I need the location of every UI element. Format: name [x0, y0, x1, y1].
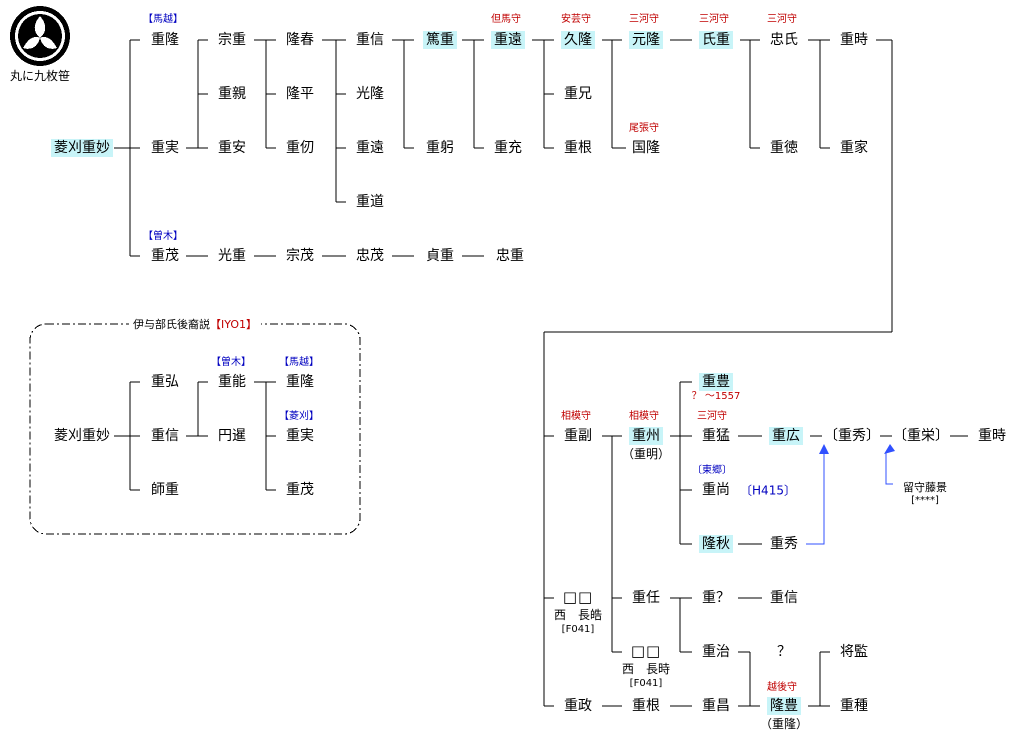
person-sogi-2: 宗茂	[286, 248, 314, 264]
person-root: 菱刈重妙	[51, 139, 113, 157]
person-shige-q: 重？	[702, 590, 730, 606]
person-g4-a: 重信	[356, 32, 384, 48]
person-shigenao: 重尚	[702, 482, 730, 498]
iyobe-d1: 重能	[218, 374, 246, 390]
iyobe-e3: 重茂	[286, 482, 314, 498]
person-shigehide: 重秀	[770, 536, 798, 552]
person-g2-b: 重親	[218, 86, 246, 102]
person-shigetake: 重猛	[702, 428, 730, 444]
ref-b: [F041]	[629, 678, 663, 689]
tag-mikawa-4: 三河守	[697, 411, 727, 422]
person-g2-a: 宗重	[218, 32, 246, 48]
tag-sagami-1: 相模守	[561, 411, 591, 422]
iyobe-e2: 重実	[286, 428, 314, 444]
iyobe-tag-umakoshi: 【馬越】	[279, 357, 319, 368]
tag-aki: 安芸守	[561, 14, 591, 25]
person-shigehide-bracket: 〔重秀〕	[824, 428, 880, 444]
person-sogi-3: 忠茂	[356, 248, 384, 264]
person-shigesu-alt: （重明）	[621, 447, 671, 461]
person-shigetoyo: 重豊	[699, 373, 733, 391]
person-sogi-1: 光重	[218, 248, 246, 264]
ref-a: [F041]	[561, 624, 595, 635]
iyobe-title: 伊与部氏後裔説【IYO1】	[128, 316, 262, 332]
person-sogi-5: 忠重	[496, 248, 524, 264]
iyobe-code: 【IYO1】	[209, 318, 258, 331]
person-shigemasa: 重政	[564, 698, 592, 714]
person-g1-bot: 重茂	[151, 248, 179, 264]
person-rusu: 留守藤景	[903, 481, 947, 494]
iyobe-d2: 円暹	[218, 428, 246, 444]
person-g4-d: 重道	[356, 194, 384, 210]
iyobe-c2: 重信	[151, 428, 179, 444]
person-g5-a: 篤重	[423, 31, 457, 49]
iyobe-root: 菱刈重妙	[54, 428, 110, 444]
person-shigemasa2: 重昌	[702, 698, 730, 714]
rusu-ref: [****]	[911, 495, 939, 506]
person-takatoyo: 隆豊	[767, 697, 801, 715]
person-g7-b: 重兄	[564, 86, 592, 102]
tag-sagami-2: 相模守	[629, 411, 659, 422]
iyobe-c1: 重弘	[151, 374, 179, 390]
person-g9-a: 氏重	[699, 31, 733, 49]
person-nishi-chokou: 西 長皓	[553, 608, 603, 622]
shigetoyo-dates: ？ ～1557	[691, 391, 741, 402]
iyobe-e1: 重隆	[286, 374, 314, 390]
person-g11-b: 重家	[840, 140, 868, 156]
person-g7-a: 久隆	[561, 31, 595, 49]
person-g6-a: 重遠	[491, 31, 525, 49]
person-g3-c: 重仞	[286, 140, 314, 156]
iyobe-c3: 師重	[151, 482, 179, 498]
person-g7-c: 重根	[564, 140, 592, 156]
person-shigehiro: 重広	[769, 427, 803, 445]
tag-togo: 〔東郷〕	[692, 465, 732, 476]
unknown-name-a: □□	[562, 588, 594, 606]
person-g3-a: 隆春	[286, 32, 314, 48]
tag-sogi: 【曽木】	[143, 231, 183, 242]
person-last: 重時	[978, 428, 1006, 444]
person-g2-c: 重安	[218, 140, 246, 156]
person-g8-b: 国隆	[632, 140, 660, 156]
tag-mikawa-2: 三河守	[699, 14, 729, 25]
person-g3-b: 隆平	[286, 86, 314, 102]
person-shigesu: 重州	[629, 427, 663, 445]
person-g10-a: 忠氏	[770, 32, 798, 48]
person-g6-b: 重充	[494, 140, 522, 156]
person-shigeharu: 重治	[702, 644, 730, 660]
tag-echigo: 越後守	[767, 682, 797, 693]
person-g10-b: 重徳	[770, 140, 798, 156]
person-fukusuke: 重副	[564, 428, 592, 444]
person-shokan: 将監	[840, 644, 868, 660]
unknown-name-b: □□	[630, 642, 662, 660]
person-shigetane: 重種	[840, 698, 868, 714]
iyobe-tag-sogi: 【曽木】	[211, 357, 251, 368]
person-sogi-4: 貞重	[426, 248, 454, 264]
person-g1-top: 重隆	[151, 32, 179, 48]
person-unknown: ？	[777, 644, 791, 660]
person-shigeto: 重任	[632, 590, 660, 606]
iyobe-tag-hishikari: 【菱刈】	[279, 411, 319, 422]
person-nishi-nagatoki: 西 長時	[621, 662, 671, 676]
tag-tajima: 但馬守	[491, 14, 521, 25]
person-takaaki: 隆秋	[699, 535, 733, 553]
person-g11-a: 重時	[840, 32, 868, 48]
shigenao-ref: 〔H415〕	[740, 483, 796, 498]
tag-mikawa-3: 三河守	[767, 14, 797, 25]
person-g4-b: 光隆	[356, 86, 384, 102]
person-g8-a: 元隆	[629, 31, 663, 49]
person-g5-b: 重躬	[426, 140, 454, 156]
tag-umakoshi: 【馬越】	[143, 14, 183, 25]
person-shigenobu: 重信	[770, 590, 798, 606]
person-shigene: 重根	[632, 698, 660, 714]
person-g1-mid: 重実	[151, 140, 179, 156]
crest-label: 丸に九枚笹	[9, 69, 71, 83]
person-shigee-bracket: 〔重栄〕	[893, 428, 949, 444]
crest-icon	[10, 6, 70, 66]
tag-mikawa-1: 三河守	[629, 14, 659, 25]
iyobe-title-text: 伊与部氏後裔説	[132, 318, 210, 331]
tag-owari: 尾張守	[629, 123, 659, 134]
person-g4-c: 重遠	[356, 140, 384, 156]
person-takatoyo-alt: （重隆）	[759, 717, 809, 731]
